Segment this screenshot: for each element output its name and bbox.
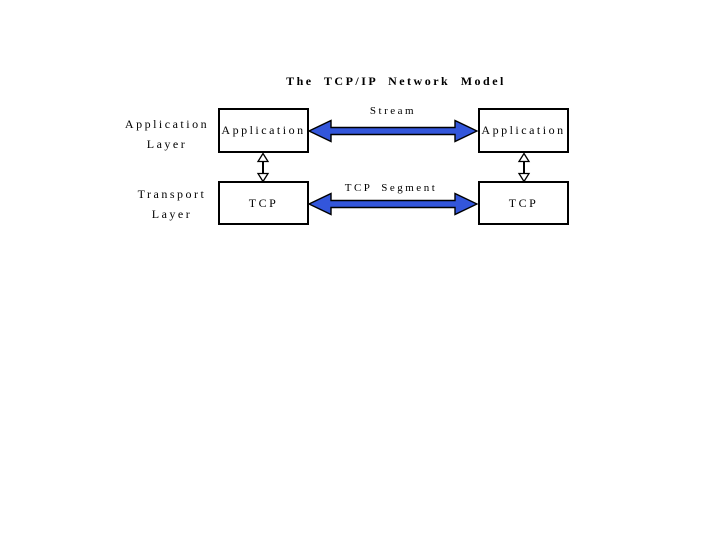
box-application-left-label: Application — [221, 123, 306, 137]
box-tcp-right-label: TCP — [508, 195, 539, 210]
box-tcp-left-label: TCP — [248, 195, 279, 210]
tcp-segment-arrow-label: TCP Segment — [344, 182, 438, 194]
layer-label-transport-line2: Layer — [151, 207, 193, 221]
box-application-left: Application — [218, 108, 309, 153]
stream-double-arrow-icon — [308, 119, 478, 143]
layer-label-application-line2: Layer — [146, 137, 188, 151]
tcp-segment-double-arrow-icon — [308, 192, 478, 216]
box-tcp-left: TCP — [218, 181, 309, 225]
box-application-right: Application — [478, 108, 569, 153]
box-application-right-label: Application — [481, 123, 566, 137]
layer-label-application-line1: Application — [124, 117, 210, 131]
layer-label-application: Application Layer — [112, 114, 222, 154]
layer-label-transport: Transport Layer — [117, 184, 227, 224]
vertical-double-arrow-right-icon — [517, 153, 531, 182]
diagram-title: The TCP/IP Network Model — [286, 74, 506, 88]
layer-label-transport-line1: Transport — [137, 187, 207, 201]
stream-arrow-label: Stream — [369, 105, 417, 117]
box-tcp-right: TCP — [478, 181, 569, 225]
vertical-double-arrow-left-icon — [256, 153, 270, 182]
